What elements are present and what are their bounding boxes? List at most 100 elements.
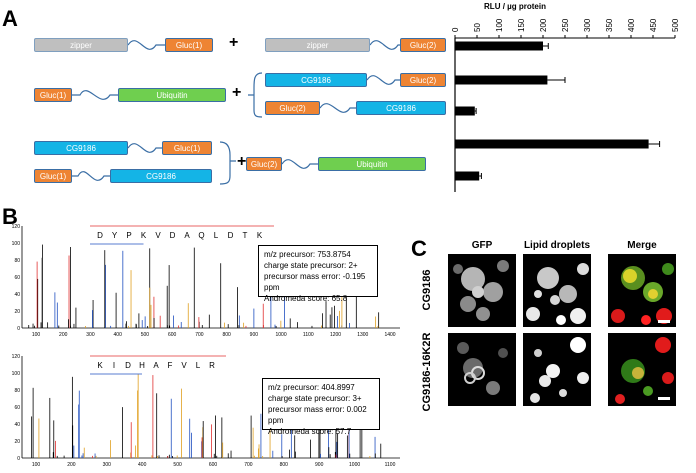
zipper-box-1: zipper [34,38,128,52]
column-header-gfp: GFP [471,240,493,251]
peptide-residue: V [181,361,187,370]
panel-label-c: C [411,236,427,261]
gluc1-box-3: Gluc(1) [162,141,212,155]
gluc2-box-4: Gluc(2) [246,157,282,171]
x-tick-label: 50 [473,23,482,32]
peptide-residue: L [196,361,201,370]
plus-2: + [232,84,242,101]
row-label-cg9186-16k2r: CG9186-16K2R [421,332,433,412]
gluc1-box-4: Gluc(1) [34,169,72,183]
gluc1-box-1: Gluc(1) [165,38,213,52]
gluc2-box-1: Gluc(2) [400,38,446,52]
mass-error: precursor mass error: 0.002 ppm [268,405,367,425]
bar [455,41,543,51]
ubiquitin-box-2: Ubiquitin [318,157,426,171]
spectrum-x-tick: 500 [173,462,182,468]
spectrum-x-tick: 700 [195,332,204,338]
spectrum-x-tick: 800 [222,332,231,338]
x-tick-label: 350 [605,18,614,32]
spectrum-1-info: m/z precursor: 753.8754 charge state pre… [258,245,378,303]
charge-state: charge state precursor: 2+ [264,261,358,270]
charge-state: charge state precursor: 3+ [268,394,362,403]
spectrum-x-tick: 1000 [276,332,287,338]
peptide-residue: V [155,231,161,240]
micrograph-lipid-cg9186-16k2r [523,333,591,406]
chart-x-axis-label: RLU / µg protein [484,2,546,11]
ubiquitin-box-1: Ubiquitin [118,88,226,102]
plus-1: + [229,34,239,51]
mass-error: precursor mass error: -0.195 ppm [264,272,366,292]
peptide-residue: R [209,361,215,370]
peptide-residue: I [113,361,115,370]
x-tick-label: 250 [561,18,570,32]
x-tick-label: 450 [649,18,658,32]
spectrum-x-tick: 1400 [384,332,395,338]
spectrum-x-tick: 1300 [357,332,368,338]
spectrum-x-tick: 500 [141,332,150,338]
spectrum-y-tick: 100 [12,241,21,247]
bar [455,75,548,85]
micrograph-gfp-cg9186-16k2r [448,333,516,406]
spectrum-y-tick: 60 [14,405,20,411]
spectrum-y-tick: 120 [12,224,21,230]
cg9186-box-4: CG9186 [110,169,212,183]
row-label-cg9186: CG9186 [421,269,433,311]
spectrum-x-tick: 900 [315,462,324,468]
spectrum-x-tick: 700 [244,462,253,468]
spectrum-y-tick: 120 [12,354,21,360]
spectrum-x-tick: 600 [209,462,218,468]
peptide-residue: D [228,231,234,240]
precursor-mz: m/z precursor: 753.8754 [264,250,351,259]
peptide-residue: L [214,231,219,240]
construct-linkers [72,40,400,185]
x-tick-label: 150 [517,18,526,32]
spectrum-y-tick: 40 [14,422,20,428]
spectrum-x-tick: 800 [280,462,289,468]
peptide-residue: T [243,231,248,240]
x-tick-label: 100 [495,18,504,32]
spectrum-x-tick: 200 [67,462,76,468]
spectrum-x-tick: 900 [250,332,259,338]
spectrum-x-tick: 300 [103,462,112,468]
peptide-residue: F [168,361,173,370]
spectrum-y-tick: 40 [14,292,20,298]
spectrum-x-tick: 300 [86,332,95,338]
gluc2-box-3: Gluc(2) [265,101,320,115]
andromeda-score: Andromeda score: 57.7 [268,427,352,436]
peptide-residue: K [97,361,103,370]
spectrum-x-tick: 1000 [349,462,360,468]
cg9186-box-1: CG9186 [265,73,367,87]
gluc2-box-2: Gluc(2) [400,73,446,87]
peptide-residue: P [126,231,131,240]
spectrum-y-tick: 80 [14,388,20,394]
x-tick-label: 200 [539,18,548,32]
bar [455,106,475,116]
peptide-residue: Q [198,231,204,240]
precursor-mz: m/z precursor: 404.8997 [268,383,355,392]
spectrum-x-tick: 1100 [385,462,396,468]
spectrum-y-tick: 20 [14,439,20,445]
peptide-residue: K [141,231,147,240]
spectrum-x-tick: 400 [114,332,123,338]
spectrum-x-tick: 600 [168,332,177,338]
peptide-residue: H [139,361,145,370]
spectrum-x-tick: 400 [138,462,147,468]
x-tick-label: 300 [583,18,592,32]
spectrum-x-tick: 100 [32,462,41,468]
spectrum-x-tick: 1100 [303,332,314,338]
bar [455,171,480,181]
peptide-residue: D [170,231,176,240]
micrograph-merge-cg9186 [608,254,676,327]
x-tick-label: 0 [451,27,460,32]
peptide-residue: Y [112,231,118,240]
panel-label-a: A [2,6,18,31]
peptide-residue: D [97,231,103,240]
bar [455,139,649,149]
spectrum-x-tick: 1200 [330,332,341,338]
zipper-box-2: zipper [265,38,370,52]
x-tick-label: 500 [671,18,680,32]
spectrum-y-tick: 20 [14,309,20,315]
